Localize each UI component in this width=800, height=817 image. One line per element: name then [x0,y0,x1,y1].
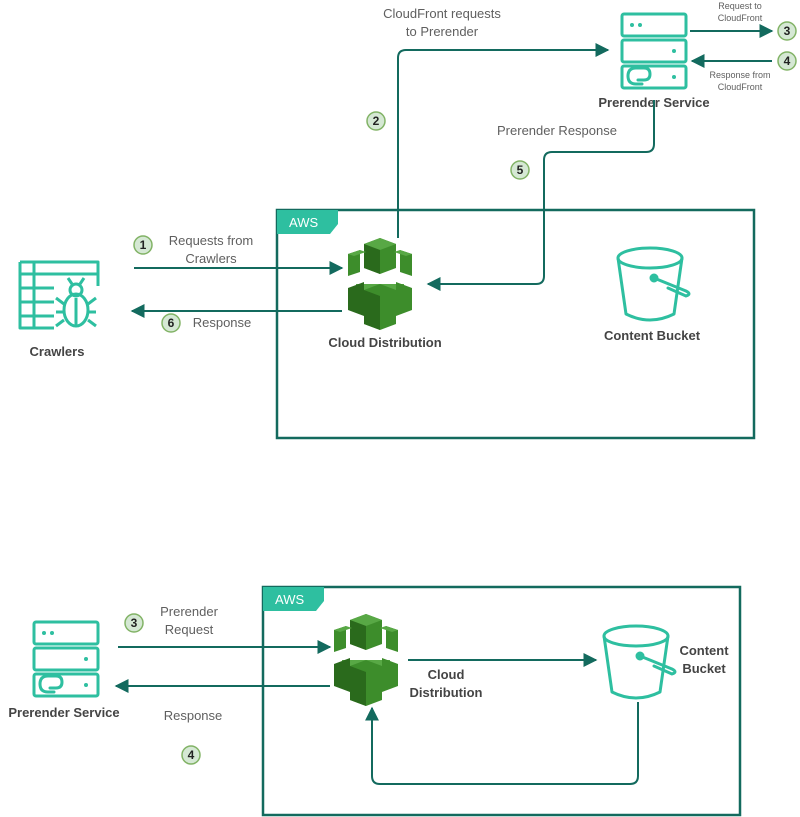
cloud-distribution-label-bottom-line1: Cloud [428,667,465,682]
step-badge-5 [510,160,530,180]
step-badge-4-bottom [181,745,201,765]
step-3-bottom-label-line1: Prerender [160,604,218,619]
step-num-3-bottom: 3 [131,616,138,630]
step-3-bottom-label-line2: Request [165,622,214,637]
step-6-label: Response [193,315,252,330]
aws-tag-top [277,210,338,234]
step-num-1: 1 [140,238,147,252]
step-num-6: 6 [168,316,175,330]
step-5-label: Prerender Response [497,123,617,138]
step-badge-3-bottom [124,613,144,633]
step-badge-6 [161,313,181,333]
bucket-icon-bottom [602,624,677,700]
step-num-2: 2 [373,114,380,128]
server-icon-top [620,12,688,90]
aws-tag-top-label: AWS [289,215,318,230]
step-num-5: 5 [517,163,524,177]
bucket-icon-top [616,246,691,322]
aws-tag-bottom [263,587,324,611]
step-badge-2 [366,111,386,131]
step-2-label-line2: to Prerender [406,24,479,39]
arrow-5-prerender-response [426,100,655,291]
aws-group-bottom [261,585,742,817]
arrow-2-to-prerender [397,43,610,238]
server-icon-bottom [32,620,100,698]
cloudfront-icon-bottom [334,614,398,706]
step-3-label-line1: Request to [718,1,762,11]
step-2-label-line1: CloudFront requests [383,6,501,21]
step-4-label-line1: Response from [709,70,770,80]
crawler-icon [18,260,100,330]
step-badge-1 [133,235,153,255]
prerender-service-label-bottom: Prerender Service [8,705,119,720]
cloudfront-icon-top [348,238,412,330]
step-badge-4 [777,51,797,71]
arrow-bucket-to-cloud [365,702,639,785]
step-num-3: 3 [784,24,791,38]
step-1-label-line2: Crawlers [185,251,237,266]
step-num-4: 4 [784,54,791,68]
cloud-distribution-label-bottom-line2: Distribution [410,685,483,700]
step-badge-3 [777,21,797,41]
cloud-distribution-label-top: Cloud Distribution [328,335,441,350]
step-1-label-line1: Requests from [169,233,254,248]
aws-group-top [275,208,756,440]
step-num-4-bottom: 4 [188,748,195,762]
step-4-bottom-label: Response [164,708,223,723]
content-bucket-label-top: Content Bucket [604,328,701,343]
step-3-label-line2: CloudFront [718,13,763,23]
content-bucket-label-bottom-line1: Content [679,643,729,658]
aws-tag-bottom-label: AWS [275,592,304,607]
content-bucket-label-bottom-line2: Bucket [682,661,726,676]
crawlers-label: Crawlers [30,344,85,359]
step-4-label-line2: CloudFront [718,82,763,92]
